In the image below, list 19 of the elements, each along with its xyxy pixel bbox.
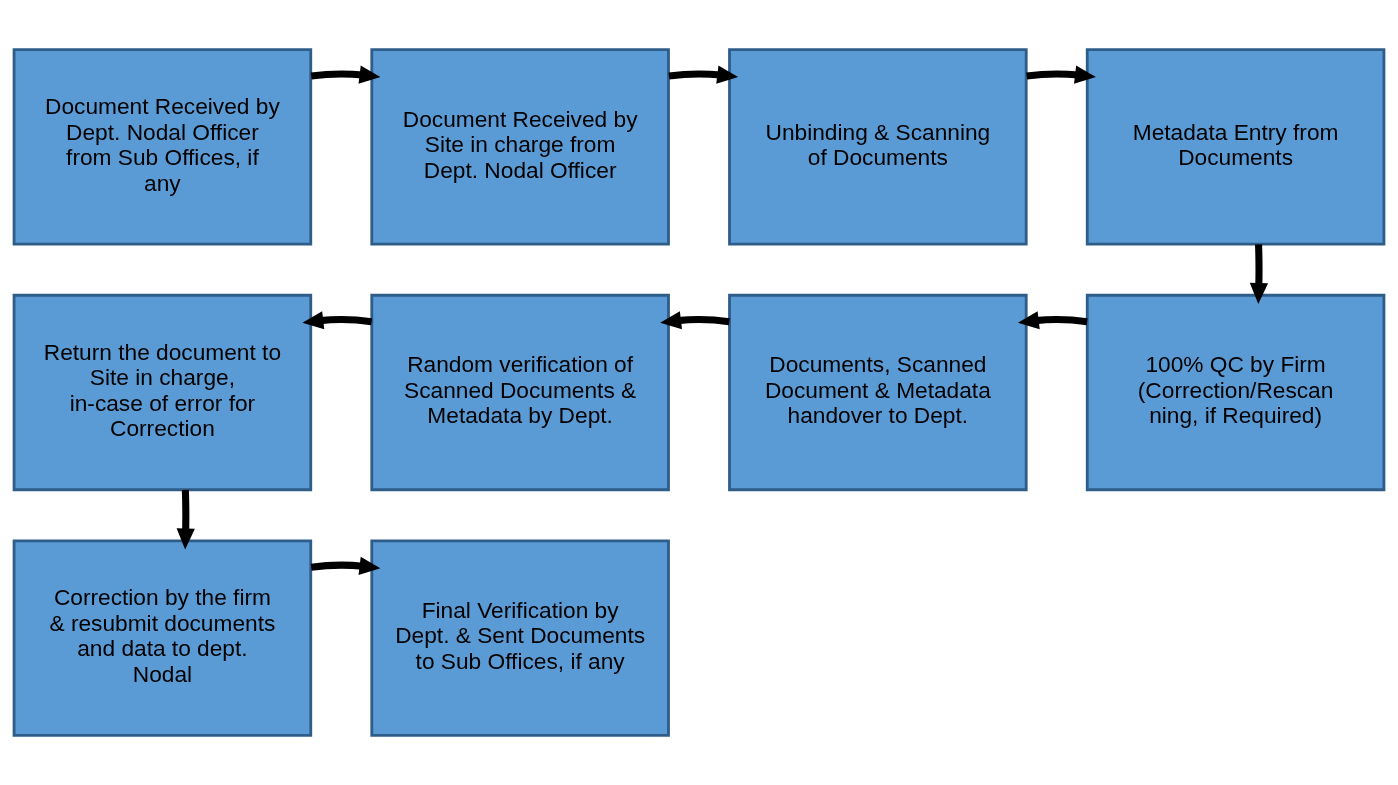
- arrow: [1249, 244, 1269, 304]
- node-box: 100% QC by Firm (Correction/Rescan ning, if Required): [1085, 293, 1386, 492]
- arrow: [1026, 65, 1096, 84]
- arrow: [660, 311, 730, 330]
- node-box: Unbinding & Scanning of Documents: [728, 48, 1028, 246]
- node-box: Return the document to Site in charge, in-case of error for Correction: [12, 293, 313, 492]
- node-box: Random verification of Scanned Documents & Metadata by Dept.: [370, 293, 670, 492]
- arrow: [310, 65, 381, 84]
- node-box: Final Verification by Dept. & Sent Documents to Sub Offices, if any: [370, 539, 670, 737]
- arrow: [1017, 311, 1088, 330]
- arrow: [310, 556, 381, 575]
- arrow: [668, 65, 739, 84]
- arrow: [302, 311, 373, 330]
- arrow: [176, 489, 195, 550]
- node-box: Metadata Entry from Documents: [1085, 48, 1386, 246]
- node-box: Documents, Scanned Document & Metadata handover to Dept.: [728, 293, 1028, 492]
- node-box: Document Received by Dept. Nodal Officer from Sub Offices, if any: [12, 48, 313, 246]
- node-box: Document Received by Site in charge from Dept. Nodal Officer: [370, 48, 670, 246]
- node-box: Correction by the firm & resubmit documents and data to dept. Nodal: [12, 539, 313, 737]
